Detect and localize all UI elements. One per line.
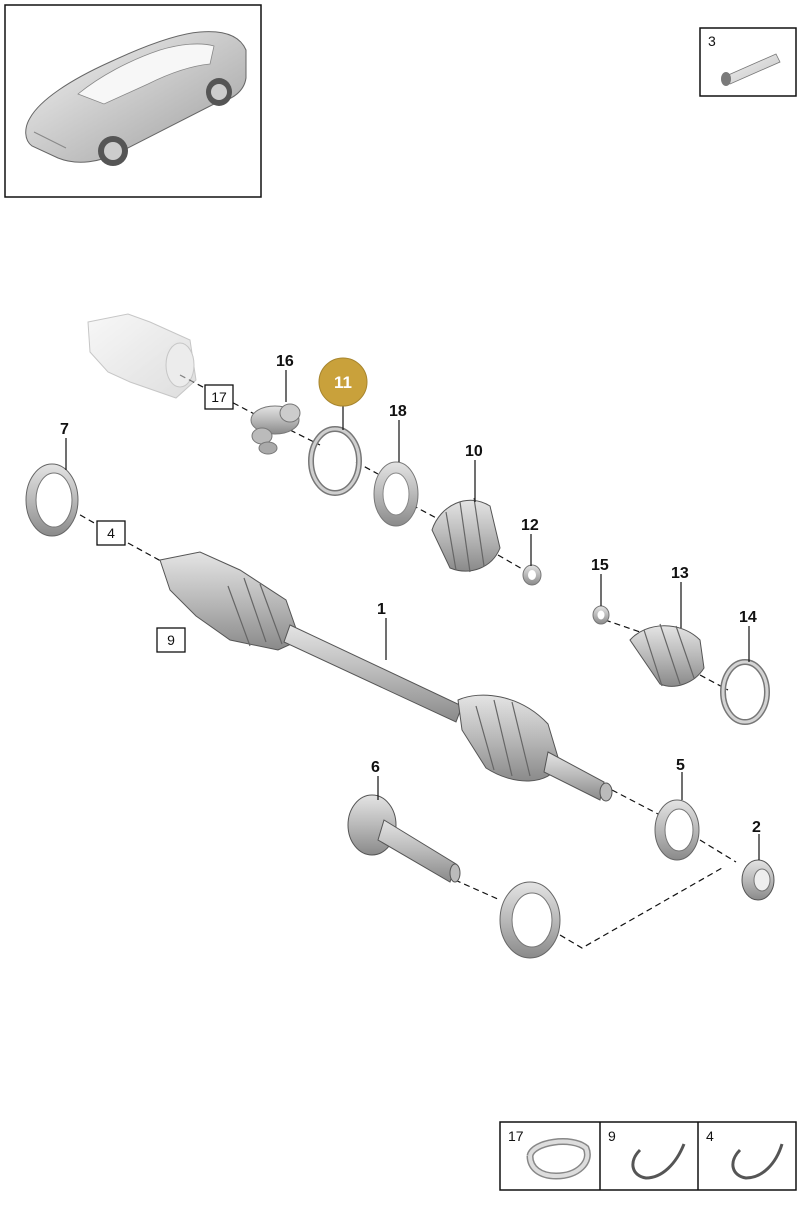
callout-10: 10 — [465, 443, 483, 460]
boxed-callout-4: 4 — [96, 520, 126, 546]
svg-text:4: 4 — [706, 1128, 714, 1144]
boxed-callout-9: 9 — [156, 627, 186, 653]
highlight-label: 11 — [334, 373, 352, 392]
callout-6: 6 — [371, 759, 380, 776]
callout-1: 1 — [377, 601, 386, 618]
bushing-ring-18 — [373, 461, 419, 527]
callout-12: 12 — [521, 517, 539, 534]
callout-16: 16 — [276, 353, 294, 370]
callout-5: 5 — [676, 757, 685, 774]
retaining-ring-11 — [308, 426, 362, 496]
drive-shaft-1 — [159, 551, 613, 802]
svg-text:17: 17 — [211, 389, 227, 405]
clamp-12 — [522, 564, 542, 586]
legend-item-17: 17 — [508, 1128, 591, 1180]
svg-text:4: 4 — [107, 525, 115, 541]
callout-13: 13 — [671, 565, 689, 582]
collar-nut-2 — [741, 859, 775, 901]
inner-joint-housing — [87, 313, 197, 399]
legend-item-9: 9 — [608, 1128, 686, 1180]
boot-10 — [431, 497, 501, 573]
svg-text:9: 9 — [167, 632, 175, 648]
svg-text:17: 17 — [508, 1128, 524, 1144]
callout-15: 15 — [591, 557, 609, 574]
callout-7: 7 — [60, 421, 69, 438]
clamp-15 — [592, 605, 610, 625]
toothed-ring-7 — [25, 463, 79, 537]
vehicle-thumbnail — [4, 4, 262, 198]
highlight-callout-11[interactable]: 11 — [318, 357, 368, 407]
boxed-callout-17: 17 — [204, 384, 234, 410]
stub-shaft-6 — [347, 794, 461, 883]
svg-text:9: 9 — [608, 1128, 616, 1144]
boot-13 — [629, 623, 705, 687]
leader-lines — [65, 370, 760, 860]
toothed-ring-lower — [499, 881, 561, 959]
clamp-ring-14 — [720, 659, 770, 725]
callout-2: 2 — [752, 819, 761, 836]
legend-panel: 17 9 4 — [499, 1121, 797, 1191]
toothed-ring-5 — [654, 799, 700, 861]
assembly-lines — [53, 374, 737, 949]
inset-part-3: 3 — [699, 27, 797, 97]
legend-item-4: 4 — [706, 1128, 784, 1180]
inset-label: 3 — [708, 33, 716, 49]
tripod-spider — [250, 403, 301, 455]
car-image — [25, 31, 247, 166]
callout-18: 18 — [389, 403, 407, 420]
tube-cap — [721, 72, 731, 86]
callout-14: 14 — [739, 609, 757, 626]
